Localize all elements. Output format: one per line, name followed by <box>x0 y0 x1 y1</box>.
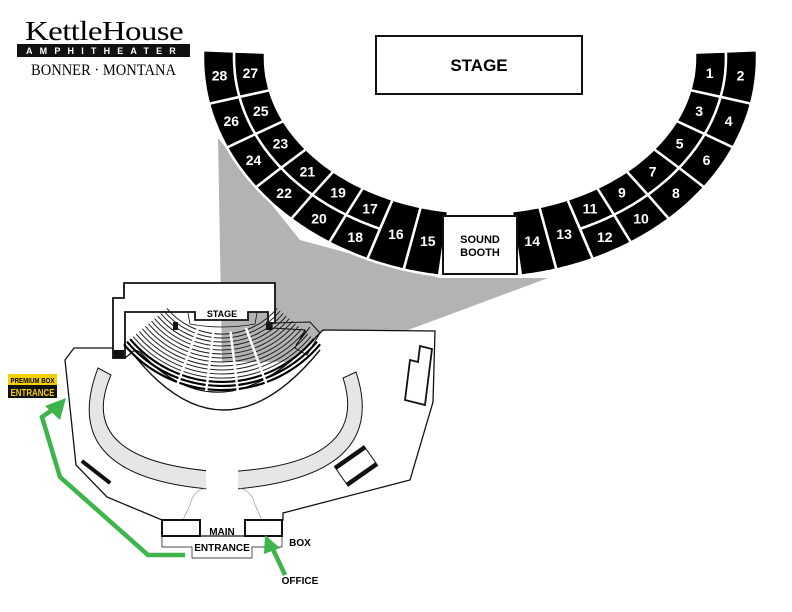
premium-entrance-label: ENTRANCE <box>11 387 55 399</box>
premium-box-entrance-sign: PREMIUM BOX ENTRANCE <box>8 374 57 399</box>
section-label: 16 <box>388 226 404 242</box>
seat-row <box>157 315 287 347</box>
section-label: 6 <box>703 152 711 168</box>
section-label: 21 <box>300 163 316 179</box>
detail-stage[interactable] <box>375 35 583 95</box>
section-label: 10 <box>633 210 649 226</box>
logo: KettleHouse AMPHITHEATER BONNER · MONTAN… <box>17 16 190 79</box>
lawn-gap <box>206 468 238 492</box>
concession-area <box>333 445 379 487</box>
stage-building <box>112 282 276 359</box>
aisle <box>204 331 215 392</box>
section-label: 5 <box>676 136 684 152</box>
section-label: 14 <box>524 233 540 249</box>
section-label: 28 <box>212 68 228 84</box>
section-28[interactable] <box>201 49 241 106</box>
seating-bowl-edge <box>129 349 321 411</box>
site-stage-label: STAGE <box>207 309 237 319</box>
section-label: 7 <box>649 163 657 179</box>
premium-route-arrow <box>39 398 185 558</box>
seat-row <box>151 320 293 355</box>
detail-stage-label: STAGE <box>450 56 507 75</box>
entrance-gate-left[interactable] <box>161 519 201 537</box>
section-label: 15 <box>420 233 436 249</box>
section-label: 20 <box>311 210 327 226</box>
section-label: 24 <box>246 152 262 168</box>
seat-row <box>138 331 306 371</box>
section-label: 8 <box>672 185 680 201</box>
sound-booth-label-1: SOUND <box>460 234 500 246</box>
stage-block <box>173 322 178 330</box>
seat-row <box>145 325 299 363</box>
seat-row <box>166 307 278 335</box>
section-label: 25 <box>253 103 269 119</box>
seat-row <box>163 310 281 339</box>
seat-row <box>154 318 290 351</box>
seat-row <box>141 328 303 367</box>
stage-edge <box>187 312 258 328</box>
section-14[interactable] <box>510 205 558 278</box>
concession-strip <box>80 459 112 485</box>
logo-location: BONNER · MONTANA <box>31 62 177 79</box>
section-label: 18 <box>347 229 363 245</box>
box-office-building[interactable] <box>244 519 283 537</box>
aisle <box>176 327 200 385</box>
seat-row <box>123 343 321 392</box>
seat-row <box>126 340 318 388</box>
seat-row <box>129 338 315 383</box>
site-map <box>64 282 436 559</box>
box-office-label-1: BOX <box>289 538 311 549</box>
section-label: 19 <box>330 185 346 201</box>
premium-box-label: PREMIUM BOX <box>11 376 55 385</box>
section-label: 23 <box>273 136 289 152</box>
section-label: 1 <box>706 65 714 81</box>
zoom-projection <box>218 138 548 362</box>
section-label: 12 <box>597 229 613 245</box>
side-building <box>404 344 433 407</box>
section-label: 17 <box>362 200 378 216</box>
seat-row <box>132 336 312 379</box>
sound-booth <box>442 215 518 275</box>
section-label: 9 <box>618 185 626 201</box>
aisle <box>244 327 268 385</box>
stage-block <box>114 350 124 358</box>
section-label: 13 <box>556 226 572 242</box>
section-label: 2 <box>737 68 745 84</box>
seating-rows <box>123 307 321 392</box>
main-entrance-label-1: MAIN <box>209 527 235 538</box>
seat-row <box>160 313 284 343</box>
aisle <box>229 331 240 392</box>
section-label: 11 <box>583 200 598 216</box>
logo-subtitle: AMPHITHEATER <box>26 46 182 56</box>
section-label: 27 <box>243 65 259 81</box>
section-label: 4 <box>725 113 733 129</box>
stage-block <box>266 322 272 330</box>
logo-name: KettleHouse <box>25 16 184 46</box>
seat-row <box>135 333 309 375</box>
main-entrance-label-2: ENTRANCE <box>194 543 250 554</box>
box-office-arrow <box>264 535 288 576</box>
section-label: 3 <box>695 103 703 119</box>
sound-booth-label-2: BOOTH <box>460 247 500 259</box>
lawn <box>88 367 363 491</box>
box-office-label-2: OFFICE <box>282 576 319 587</box>
logo-band <box>17 44 190 57</box>
walkway <box>182 487 263 521</box>
seat-row <box>148 323 296 359</box>
section-label: 26 <box>224 113 240 129</box>
section-label: 22 <box>276 185 292 201</box>
